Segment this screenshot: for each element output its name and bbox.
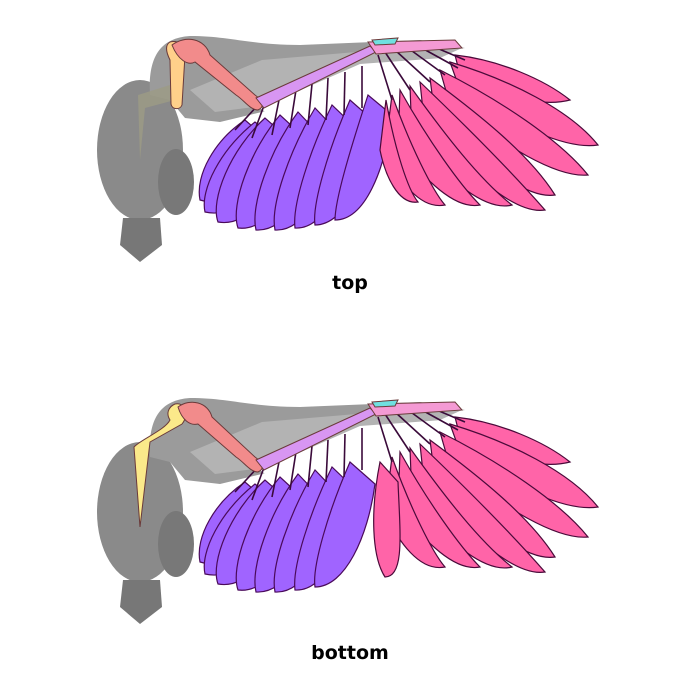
panel-bottom: bottom (0, 362, 700, 699)
wing-diagram-bottom (97, 398, 600, 624)
secondary-feathers (198, 461, 376, 593)
wing-bones (166, 37, 464, 111)
wing-bones (133, 399, 464, 528)
humerus-bone (177, 401, 263, 473)
alula-bone (371, 37, 399, 46)
caption-top: top (332, 272, 368, 294)
caption-bottom: bottom (311, 642, 389, 664)
humerus-bone (171, 38, 263, 111)
panel-top: top (0, 0, 700, 320)
alula-bone (371, 399, 399, 408)
primary-feathers (379, 54, 600, 211)
primary-feathers (373, 416, 600, 578)
secondary-feathers (198, 93, 393, 231)
wing-diagram-top (97, 36, 600, 262)
